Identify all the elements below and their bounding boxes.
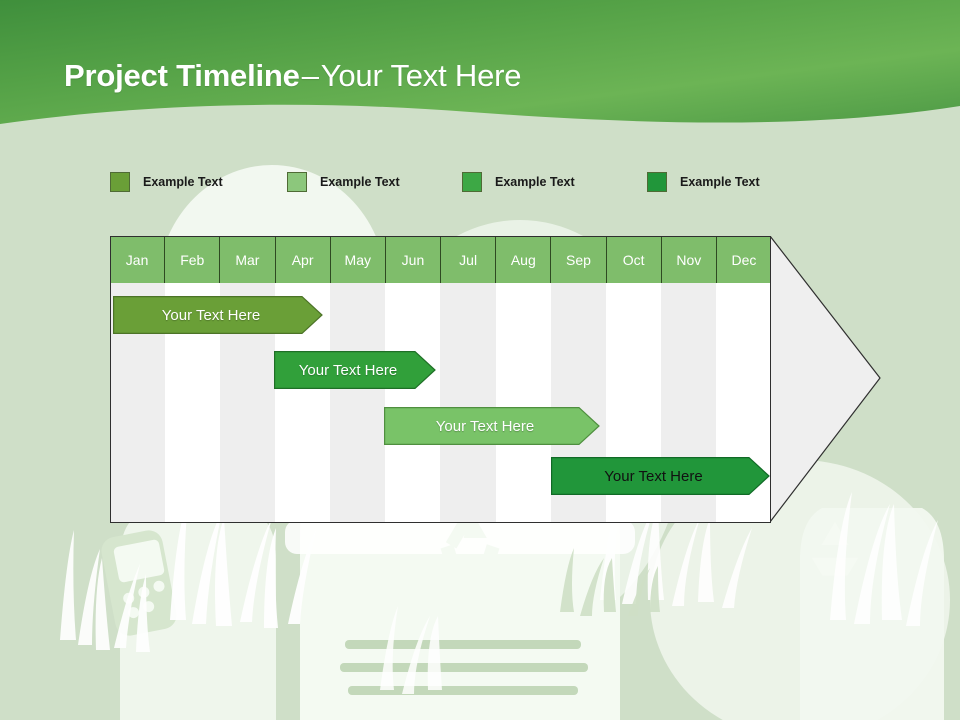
- legend-item-2[interactable]: Example Text: [287, 169, 400, 195]
- task-bar-1-label: Your Text Here: [161, 306, 261, 324]
- page-title-bold: Project Timeline: [64, 58, 300, 93]
- header-band: [0, 0, 960, 124]
- page-title-separator: –: [301, 58, 319, 93]
- legend-swatch-icon-3: [462, 172, 482, 192]
- legend-swatch-icon-1: [110, 172, 130, 192]
- legend-swatch-icon-4: [647, 172, 667, 192]
- legend: Example Text Example Text Example Text E…: [110, 169, 830, 195]
- task-bars-layer: Your Text Here Your Text Here Your Text …: [110, 236, 890, 523]
- legend-label-4: Example Text: [680, 175, 760, 189]
- task-bar-2[interactable]: Your Text Here: [274, 351, 436, 389]
- month-cell-jan[interactable]: Jan: [110, 236, 166, 283]
- task-bar-1[interactable]: Your Text Here: [113, 296, 323, 334]
- page-title-rest: Your Text Here: [320, 58, 522, 93]
- legend-swatch-icon-2: [287, 172, 307, 192]
- task-bar-3-label: Your Text Here: [435, 417, 535, 435]
- task-bar-4-label: Your Text Here: [604, 467, 703, 485]
- legend-label-3: Example Text: [495, 175, 575, 189]
- task-bar-3[interactable]: Your Text Here: [384, 407, 600, 445]
- legend-label-1: Example Text: [143, 175, 223, 189]
- page-title: Project Timeline–Your Text Here: [64, 58, 521, 94]
- legend-label-2: Example Text: [320, 175, 400, 189]
- legend-item-3[interactable]: Example Text: [462, 169, 575, 195]
- task-bar-4[interactable]: Your Text Here: [551, 457, 770, 495]
- legend-item-4[interactable]: Example Text: [647, 169, 760, 195]
- month-cell-dec[interactable]: Dec: [716, 236, 772, 283]
- task-bar-2-label: Your Text Here: [298, 361, 398, 379]
- legend-item-1[interactable]: Example Text: [110, 169, 223, 195]
